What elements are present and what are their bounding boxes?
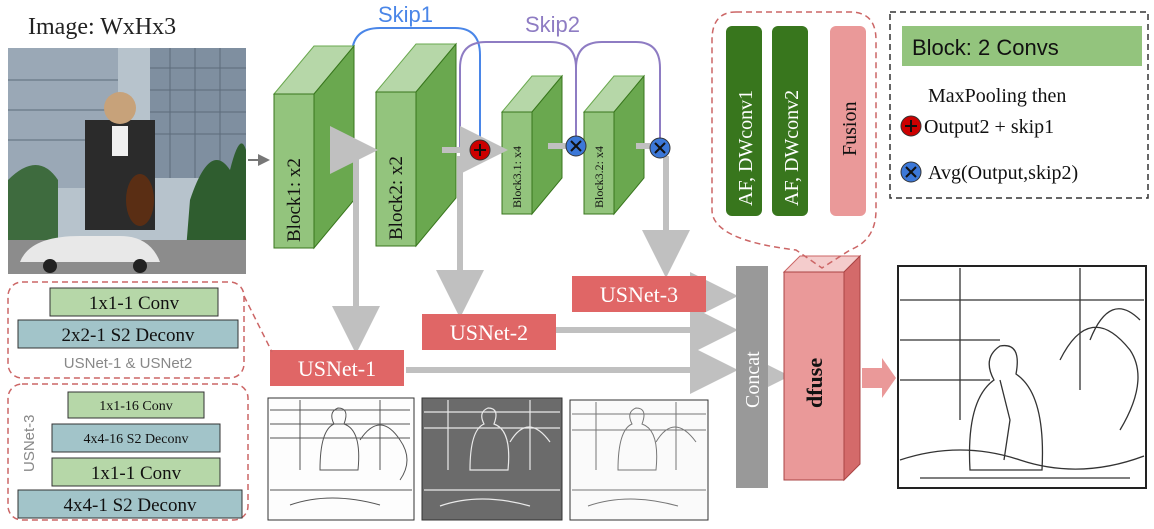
dfuse-label: dfuse: [802, 358, 827, 408]
af-dwconv2-label: AF, DWconv2: [781, 90, 803, 206]
legend-avg-icon: [900, 161, 922, 183]
usnet-2-label: USNet-2: [450, 320, 528, 345]
dfuse-detail-frame: [711, 11, 877, 269]
legend-maxpool-line2: Output2 + skip1: [924, 116, 1054, 138]
concat-label: Concat: [742, 351, 764, 408]
output-arrow: [862, 358, 896, 398]
usnet-3-output-image: [569, 399, 709, 521]
block1-label: Block1: x2: [284, 158, 305, 242]
usnet3-deconv16-box: [51, 423, 221, 453]
usnet3-conv16: 1x1-16 Conv: [99, 399, 173, 414]
usnet3-side-label: USNet-3: [21, 414, 38, 472]
legend-plus-icon: [900, 115, 922, 137]
usnet-2-box: USNet-2: [422, 314, 556, 350]
usnet-3-box: USNet-3: [572, 276, 706, 312]
usnet-1-output-image: [267, 397, 415, 521]
avg-operator-icon-2: [649, 137, 671, 159]
final-output-image: [897, 265, 1147, 489]
skip1-path: [351, 27, 481, 146]
legend-block-label: Block: 2 Convs: [912, 35, 1059, 60]
legend-avg-label: Avg(Output,skip2): [928, 162, 1078, 184]
usnet3-conv1-box: [51, 457, 221, 487]
af-dwconv1-label: AF, DWconv1: [735, 90, 757, 206]
usnet12-detail-frame: [7, 281, 245, 379]
skip2-path-b: [575, 41, 661, 140]
input-image: [8, 48, 246, 274]
input-title: Image: WxHx3: [28, 14, 176, 40]
usnet3-deconv16: 4x4-16 S2 Deconv: [84, 432, 189, 447]
block3-2-label: Block3.2: x4: [592, 146, 606, 208]
legend-maxpool-line1: MaxPooling then: [928, 85, 1066, 107]
skip1-label: Skip1: [378, 2, 433, 27]
block2-label: Block2: x2: [386, 156, 407, 240]
usnet12-conv: 1x1-1 Conv: [89, 293, 180, 314]
usnet-2-output-image: [421, 397, 563, 521]
usnet12-callout-line: [243, 295, 273, 353]
fusion-label: Fusion: [839, 102, 861, 156]
usnet12-conv-box: [49, 287, 219, 317]
usnet3-detail-frame: [7, 383, 249, 521]
usnet3-deconv1-box: [17, 489, 243, 519]
block3-2: Block3.2: x4: [582, 74, 646, 216]
af-dwconv2-box: [772, 26, 808, 216]
usnet3-deconv1: 4x4-1 S2 Deconv: [64, 495, 197, 516]
plus-operator-icon: [469, 139, 491, 161]
dfuse-box: dfuse: [782, 254, 862, 482]
usnet3-conv16-box: [67, 391, 205, 419]
usnet-1-label: USNet-1: [298, 356, 376, 381]
concat-box: Concat: [736, 266, 768, 488]
usnet12-caption: USNet-1 & USNet2: [64, 355, 192, 372]
avg-operator-icon-1: [565, 135, 587, 157]
usnet12-deconv-box: [17, 319, 239, 349]
block2: Block2: x2: [374, 42, 458, 248]
legend-frame: [889, 11, 1149, 199]
af-dwconv1-box: [726, 26, 762, 216]
usnet-1-box: USNet-1: [270, 350, 404, 386]
skip2-path-a: [459, 41, 577, 150]
legend-block-swatch: [902, 26, 1142, 66]
usnet-3-label: USNet-3: [600, 282, 678, 307]
fusion-box: [830, 26, 866, 216]
skip2-label: Skip2: [525, 12, 580, 37]
usnet12-deconv: 2x2-1 S2 Deconv: [62, 325, 195, 346]
usnet3-conv1: 1x1-1 Conv: [91, 463, 182, 484]
block3-1-label: Block3.1: x4: [510, 146, 524, 208]
flow-arrows: [330, 126, 790, 400]
